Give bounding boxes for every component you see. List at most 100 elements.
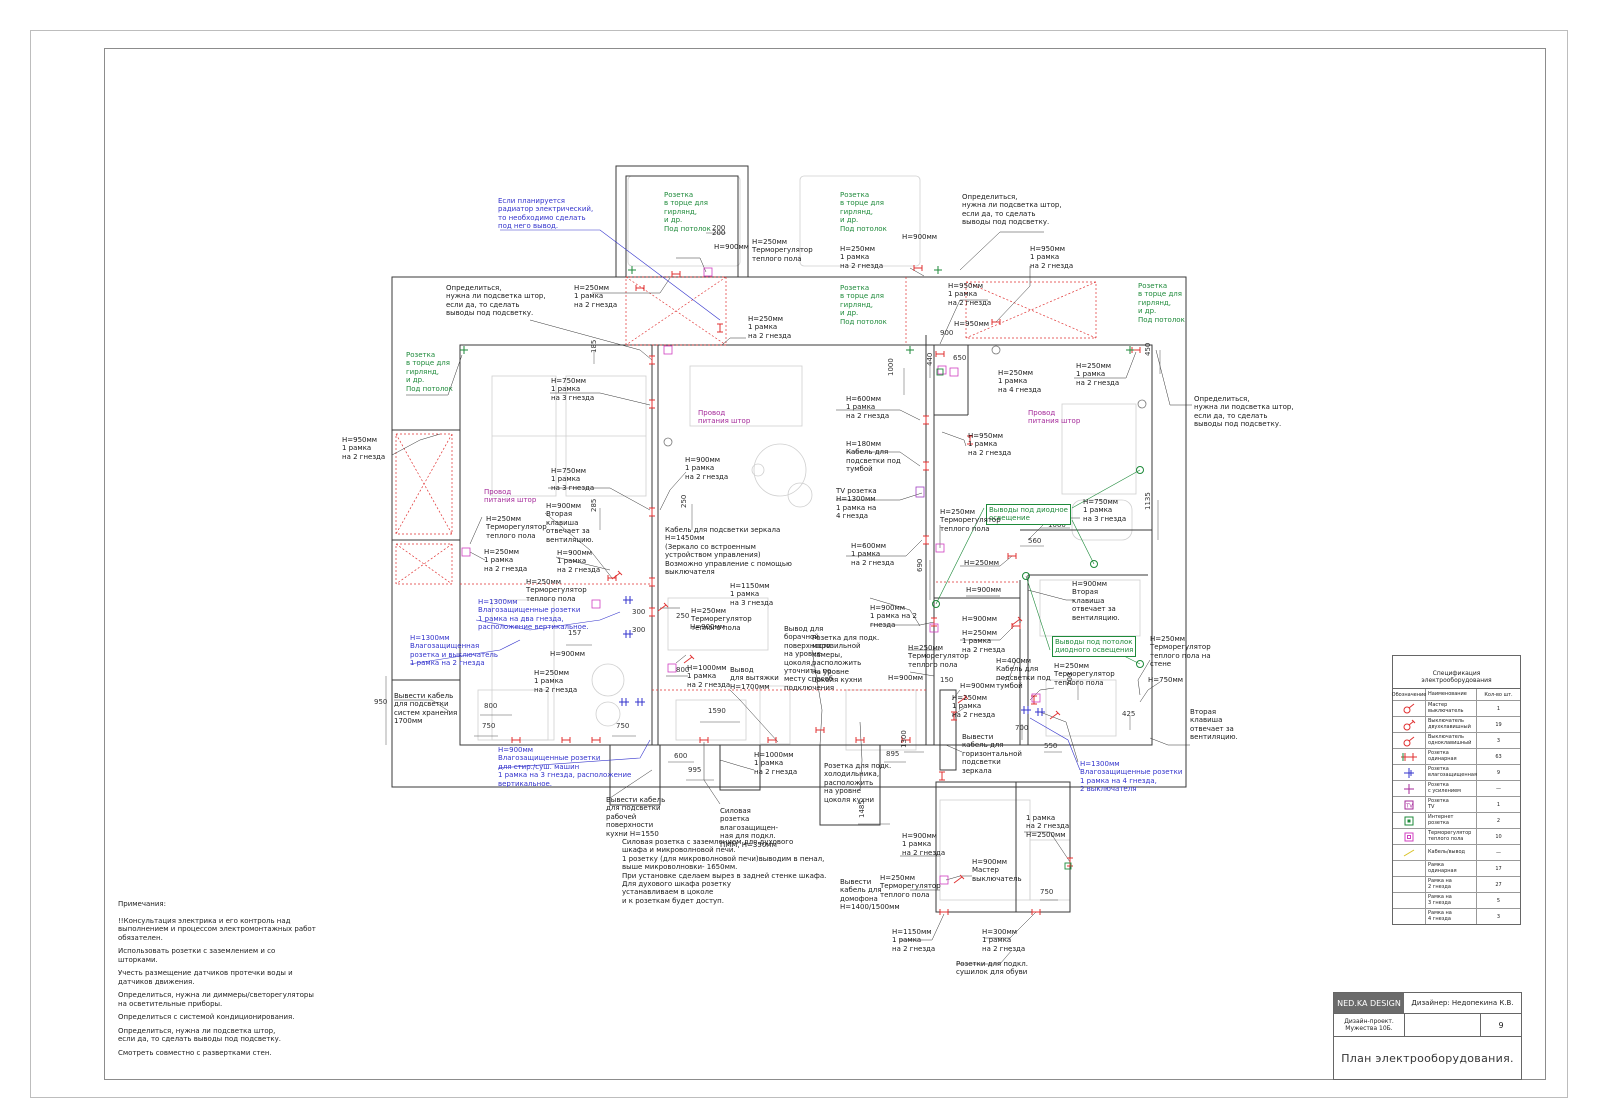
spec-header-row: Обозначение Наименование Кол-во шт. bbox=[1392, 689, 1520, 701]
plan-annotation: Вывести кабель для подсветки систем хран… bbox=[394, 692, 458, 726]
spec-item-name: Рамка одинарная bbox=[1426, 861, 1477, 876]
socket-icon bbox=[939, 771, 945, 781]
dimension-value: 995 bbox=[688, 766, 701, 774]
thermostat-icon bbox=[935, 543, 945, 553]
plan-annotation: Н=750мм bbox=[1148, 676, 1184, 684]
plan-annotation: Н=600мм 1 рамка на 2 гнезда bbox=[846, 395, 890, 420]
socket-icon bbox=[561, 737, 571, 743]
socket-icon bbox=[923, 535, 929, 545]
dimension-value: 285 bbox=[590, 499, 598, 512]
plan-annotation: Н=950мм 1 рамка на 2 гнезда bbox=[968, 432, 1012, 457]
spec-item-name: Интернет розетка bbox=[1426, 813, 1477, 828]
socket-icon bbox=[923, 461, 929, 471]
plan-annotation: Розетки для подкл. сушилок для обуви bbox=[956, 960, 1028, 977]
dimension-value: 750 bbox=[616, 722, 629, 730]
dimension-value: 300 bbox=[632, 626, 645, 634]
plan-annotation: Н=250мм 1 рамка на 2 гнезда bbox=[840, 245, 884, 270]
plan-annotation: Вывод для борачной поверхности на уровне… bbox=[784, 625, 835, 692]
switch-icon bbox=[1011, 616, 1023, 626]
socket-icon bbox=[939, 909, 949, 915]
dimension-value: 1590 bbox=[708, 707, 726, 715]
ceiling-light-icon bbox=[663, 437, 673, 447]
plan-annotation: Розетка для подк. морозильной камеры, ра… bbox=[812, 634, 880, 685]
spec-item-qty: 5 bbox=[1496, 897, 1501, 904]
note-item: Использовать розетки с заземлением и со … bbox=[118, 947, 276, 964]
switch-icon bbox=[683, 654, 695, 664]
plan-annotation: Н=900мм bbox=[966, 586, 1002, 594]
spec-header-name: Наименование bbox=[1426, 689, 1477, 700]
socket-icon bbox=[671, 271, 681, 277]
plan-annotation: TV розетка Н=1300мм 1 рамка на 4 гнезда bbox=[836, 487, 877, 521]
socket-icon bbox=[815, 727, 825, 733]
ceiling-socket-icon bbox=[906, 346, 914, 354]
thermostat-icon bbox=[939, 875, 949, 885]
master-switch-icon bbox=[1393, 701, 1426, 716]
blue-leader-lines bbox=[409, 229, 1081, 771]
plan-annotation: Н=250мм Терморегулятор теплого пола bbox=[940, 508, 1001, 533]
ceiling-light-icon bbox=[1137, 399, 1147, 409]
dimension-value: 650 bbox=[953, 354, 966, 362]
thermostat-icon bbox=[1031, 693, 1041, 703]
plan-annotation: Н=300мм 1 рамка на 2 гнезда bbox=[982, 928, 1026, 953]
dimension-value: 1060 bbox=[1048, 521, 1066, 529]
plan-annotation: Провод питания штор bbox=[1028, 409, 1081, 426]
plan-annotation: Н=900мм bbox=[962, 615, 998, 623]
thermostat-icon bbox=[703, 267, 713, 277]
spec-item-name: Розетка TV bbox=[1426, 797, 1477, 812]
plan-annotation: Н=950мм 1 рамка на 2 гнезда bbox=[342, 436, 386, 461]
title-block-spacer bbox=[1405, 1014, 1481, 1036]
socket-icon bbox=[913, 265, 923, 271]
dimension-value: 895 bbox=[886, 750, 899, 758]
waterproof-socket-icon bbox=[623, 630, 633, 638]
dimension-value: 750 bbox=[1040, 888, 1053, 896]
led-output-icon bbox=[1022, 572, 1030, 580]
plan-annotation: Н=250мм Терморегулятор теплого пола bbox=[880, 874, 941, 899]
plan-annotation: 1 рамка на 2 гнезда Н=2500мм bbox=[1026, 814, 1070, 839]
note-item: Смотреть совместно с развертками стен. bbox=[118, 1048, 272, 1057]
green-leader-lines bbox=[935, 469, 1141, 665]
dimension-value: 250 bbox=[680, 495, 688, 508]
spec-item-qty: 27 bbox=[1495, 881, 1502, 888]
dimension-value: 150 bbox=[940, 676, 953, 684]
double-switch-icon bbox=[1393, 717, 1426, 732]
note-item: Определиться, нужна ли диммеры/светорегу… bbox=[118, 991, 314, 1008]
title-block: NED.KA DESIGN Дизайнер: Недопекина К.В. … bbox=[1333, 992, 1522, 1080]
socket-icon bbox=[931, 617, 937, 627]
cable-icon bbox=[1393, 845, 1426, 860]
ceiling-socket-icon bbox=[1126, 346, 1134, 354]
spec-item-name: Рамка на 4 гнезда bbox=[1426, 909, 1477, 924]
switch-icon bbox=[657, 602, 669, 612]
dimension-value: 600 bbox=[674, 752, 687, 760]
plan-annotation: Н=250мм Терморегулятор теплого пола на с… bbox=[1150, 635, 1211, 669]
plan-annotation: Н=250мм Терморегулятор теплого пола bbox=[752, 238, 813, 263]
spec-item-name: Выключатель двухклавишный bbox=[1426, 717, 1477, 732]
dimension-value: 550 bbox=[1044, 742, 1057, 750]
dimension-value: 185 bbox=[590, 340, 598, 353]
designer-name: Дизайнер: Недопекина К.В. bbox=[1411, 999, 1514, 1007]
plan-annotation: Н=900мм bbox=[888, 674, 924, 682]
spec-title: Спецификация электрооборудования bbox=[1393, 656, 1520, 689]
plan-annotation: Вывести кабель для горизонтальной подсве… bbox=[962, 733, 1022, 775]
dimension-value: 900 bbox=[940, 329, 953, 337]
thermostat-icon bbox=[591, 599, 601, 609]
svg-text:TV: TV bbox=[1405, 803, 1413, 809]
single-switch-icon bbox=[1393, 733, 1426, 748]
plan-annotation: Н=950мм bbox=[954, 320, 990, 328]
socket-icon bbox=[901, 737, 911, 743]
plan-annotation: Кабель для подсветки зеркала Н=1450мм (З… bbox=[665, 526, 792, 577]
spec-item-qty: 10 bbox=[1495, 833, 1502, 840]
socket-icon bbox=[511, 737, 521, 743]
plan-annotation: Н=900мм Вторая клавиша отвечает за венти… bbox=[1072, 580, 1120, 622]
note-item: Определиться, нужна ли подсветка штор, е… bbox=[118, 1026, 281, 1044]
dimension-value: 560 bbox=[1028, 537, 1041, 545]
spec-item-name: Розетка одинарная bbox=[1426, 749, 1477, 764]
thermostat-icon bbox=[949, 367, 959, 377]
project-name: Дизайн-проект. Мужества 10Б. bbox=[1334, 1014, 1405, 1036]
spec-item-name: Рамка на 2 гнезда bbox=[1426, 877, 1477, 892]
spec-item-qty: 1 bbox=[1496, 705, 1501, 712]
ceiling-socket-icon bbox=[628, 266, 636, 274]
